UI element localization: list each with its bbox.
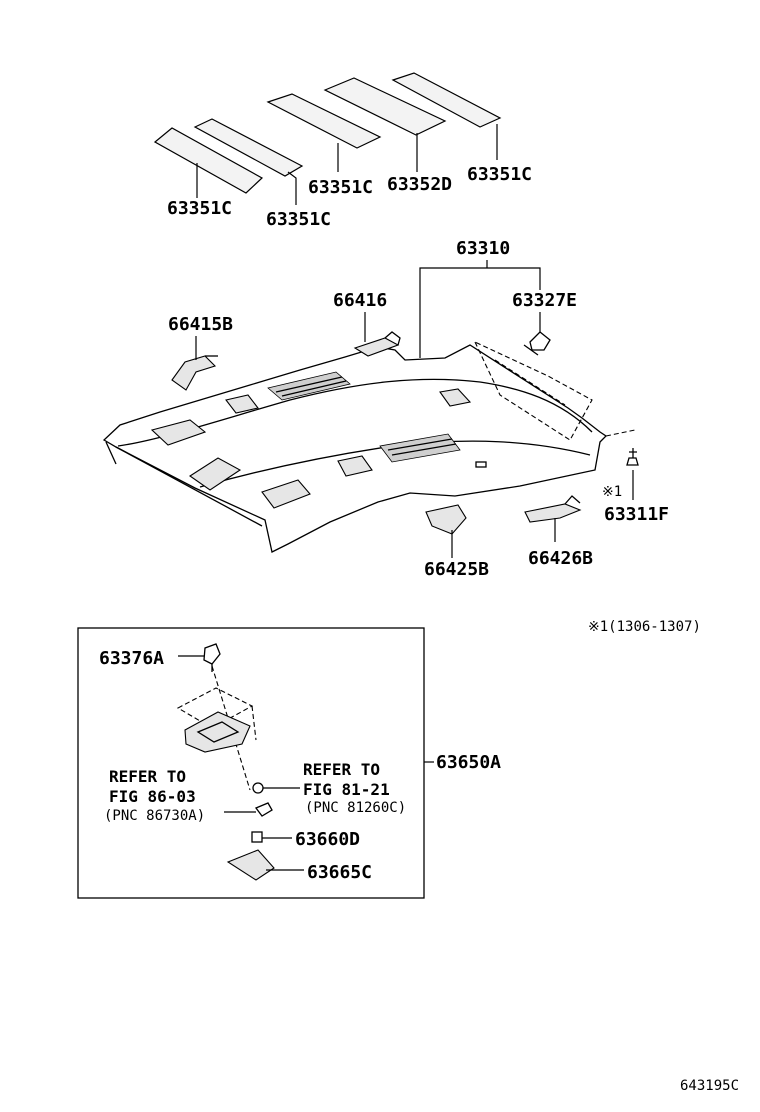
- label-63351C-c: 63351C: [308, 177, 373, 198]
- label-63351C-a: 63351C: [167, 198, 232, 219]
- footnote: ※1(1306-1307): [588, 619, 701, 635]
- vent-rear: [379, 433, 461, 463]
- pad-group: [153, 72, 502, 194]
- label-63311F: 63311F: [604, 504, 669, 525]
- pad-63351C-d[interactable]: [391, 72, 502, 128]
- label-63351C-b: 63351C: [266, 209, 331, 230]
- part-66415B[interactable]: [171, 355, 218, 391]
- label-63351C-d: 63351C: [467, 164, 532, 185]
- label-63660D: 63660D: [295, 829, 360, 850]
- figure-id: 643195C: [680, 1078, 739, 1094]
- pad-63351C-b[interactable]: [193, 118, 304, 177]
- pad-63351C-c[interactable]: [266, 93, 382, 149]
- refer-right-line1: REFER TO: [303, 760, 380, 779]
- refer-left-line3: (PNC 86730A): [104, 808, 205, 824]
- refer-right-line2: FIG 81-21: [303, 780, 390, 799]
- part-63665C[interactable]: [226, 849, 275, 881]
- label-63650A: 63650A: [436, 752, 501, 773]
- part-63660D[interactable]: [251, 831, 263, 843]
- part-63327E[interactable]: [523, 331, 551, 356]
- refer-left-line2: FIG 86-03: [109, 787, 196, 806]
- label-63665C: 63665C: [307, 862, 372, 883]
- refer-right-line3: (PNC 81260C): [305, 800, 406, 816]
- label-63310: 63310: [456, 238, 510, 259]
- console-assembly[interactable]: [176, 665, 264, 794]
- label-63327E: 63327E: [512, 290, 577, 311]
- label-63352D: 63352D: [387, 174, 452, 195]
- part-63376A[interactable]: [203, 643, 221, 672]
- vent-front: [267, 371, 351, 401]
- part-66426B[interactable]: [524, 495, 582, 523]
- refer-left-line1: REFER TO: [109, 767, 186, 786]
- label-66426B: 66426B: [528, 548, 593, 569]
- label-63376A: 63376A: [99, 648, 164, 669]
- part-63311F[interactable]: [626, 448, 639, 466]
- label-66416: 66416: [333, 290, 387, 311]
- leader-63351C-b: [287, 171, 297, 205]
- label-66415B: 66415B: [168, 314, 233, 335]
- headliner-assembly[interactable]: [102, 340, 636, 553]
- part-bulb[interactable]: [254, 802, 273, 817]
- label-note-mark: ※1: [602, 484, 622, 500]
- leader-63310: [419, 267, 541, 358]
- pad-63352D[interactable]: [323, 77, 447, 136]
- part-66425B[interactable]: [425, 504, 467, 535]
- pad-63351C-a[interactable]: [153, 127, 264, 194]
- label-66425B: 66425B: [424, 559, 489, 580]
- inset-box: [77, 627, 425, 899]
- part-66416[interactable]: [353, 331, 401, 357]
